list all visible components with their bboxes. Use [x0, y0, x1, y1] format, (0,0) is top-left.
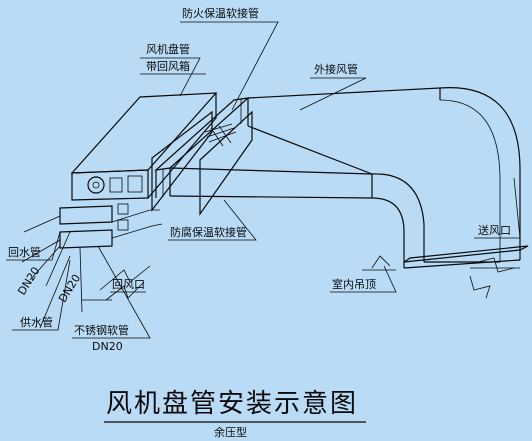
label-supply-pipe: 供水管 [20, 315, 53, 329]
label-steel-dn: DN20 [92, 340, 123, 353]
fan-coil-unit [70, 92, 218, 201]
label-ceiling: 室内吊顶 [332, 277, 376, 291]
diagram-subtitle: 余压型 [214, 425, 247, 439]
fan-motor-icon [87, 176, 105, 194]
fire-resistant-hose [154, 97, 250, 198]
ceiling-support [362, 255, 520, 299]
label-supply-air: 送风口 [478, 223, 511, 237]
pipe-assembly [21, 203, 163, 329]
label-return-pipe: 回水管 [8, 245, 41, 259]
outer-duct [169, 87, 529, 269]
label-dn20-b: DN20 [56, 272, 83, 305]
leader-lines [6, 21, 521, 339]
label-steel-hose: 不锈钢软管 [74, 323, 129, 337]
label-fan-coil: 风机盘管 [146, 42, 190, 56]
label-return-air: 回风口 [112, 278, 145, 291]
insulation-hatch [204, 123, 237, 147]
label-outer-duct: 外接风管 [314, 62, 358, 76]
duct-flanges [151, 110, 253, 216]
label-dn20-a: DN20 [15, 265, 42, 298]
diagram-title: 风机盘管安装示意图 [106, 389, 358, 419]
label-anticorr-hose: 防腐保温软接管 [170, 225, 247, 239]
label-fire-hose: 防火保温软接管 [182, 6, 259, 20]
label-return-box: 带回风箱 [146, 59, 190, 73]
